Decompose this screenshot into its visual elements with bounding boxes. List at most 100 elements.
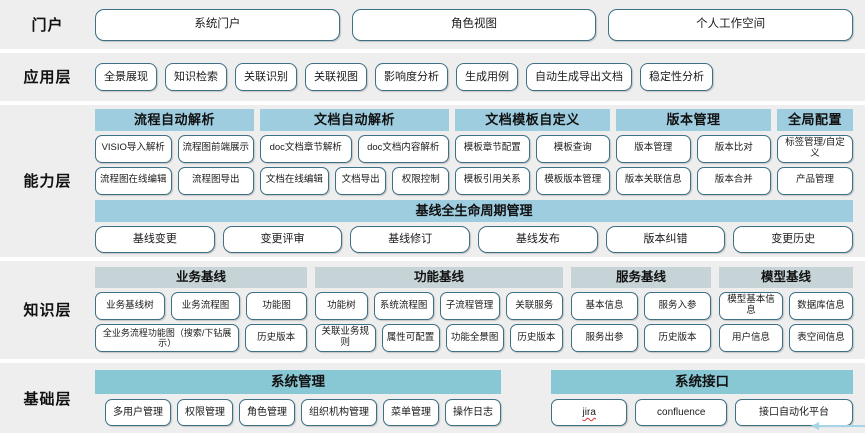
foundation-group-system-interface: 系统接口 jira confluence 接口自动化平台 [551,368,853,428]
layer-application: 应用层 全景展现 知识检索 关联识别 关联视图 影响度分析 生成用例 自动生成导… [0,53,865,101]
cap-item-flow-online-edit[interactable]: 流程图在线编辑 [95,166,172,195]
base-item-permission-mgmt[interactable]: 权限管理 [177,399,233,427]
cap-item-version-compare[interactable]: 版本比对 [696,134,771,163]
cap-item-version-merge[interactable]: 版本合并 [696,166,771,195]
layer-label-foundation: 基础层 [23,390,72,408]
layer-label-portal: 门户 [31,17,64,35]
know-item-service-input-param[interactable]: 服务入参 [644,292,711,321]
base-item-multiuser-mgmt[interactable]: 多用户管理 [105,399,171,427]
cap-item-tag-mgmt-custom[interactable]: 标签管理/自定义 [777,134,853,163]
capability-row: 标签管理/自定义 [777,134,853,163]
know-item-business-flow-chart[interactable]: 业务流程图 [170,292,241,321]
cap-item-visio-import-parse[interactable]: VISIO导入解析 [95,134,172,163]
lifecycle-item-baseline-change[interactable]: 基线变更 [95,225,215,253]
portal-item-role-view[interactable]: 角色视图 [351,8,597,41]
foundation-row: 多用户管理 权限管理 角色管理 组织机构管理 菜单管理 操作日志 [95,399,501,427]
capability-row: 产品管理 [777,166,853,195]
cap-item-flow-frontend-display[interactable]: 流程图前端展示 [177,134,254,163]
app-item-relation-identify[interactable]: 关联识别 [235,62,297,91]
cap-item-template-reference[interactable]: 模板引用关系 [455,166,530,195]
cap-item-doc-export[interactable]: 文档导出 [334,166,387,195]
know-item-tablespace-info[interactable]: 表空间信息 [789,324,853,353]
lifecycle-item-version-correction[interactable]: 版本纠错 [605,225,726,253]
know-item-function-tree[interactable]: 功能树 [315,292,368,321]
know-item-attribute-configurable[interactable]: 属性可配置 [381,324,440,353]
cap-item-doc-chapter-parse[interactable]: doc文档章节解析 [260,134,352,163]
app-item-relation-view[interactable]: 关联视图 [305,62,367,91]
cap-item-flow-export[interactable]: 流程图导出 [177,166,254,195]
application-button-row: 全景展现 知识检索 关联识别 关联视图 影响度分析 生成用例 自动生成导出文档 … [95,62,853,91]
know-item-full-business-flow-function-chart[interactable]: 全业务流程功能图（搜索/下钻展示） [95,324,240,353]
know-item-function-chart[interactable]: 功能图 [246,292,308,321]
knowledge-row: 业务基线树 业务流程图 功能图 [95,292,308,321]
capability-group-title: 文档自动解析 [260,108,449,131]
knowledge-group-title: 模型基线 [719,267,853,289]
know-item-database-info[interactable]: 数据库信息 [789,292,853,321]
base-item-org-structure-mgmt[interactable]: 组织机构管理 [301,399,377,427]
base-item-interface-automation-platform[interactable]: 接口自动化平台 [735,399,853,427]
knowledge-group-title: 服务基线 [571,267,711,289]
lifecycle-button-row: 基线变更 变更评审 基线修订 基线发布 版本纠错 变更历史 [95,225,854,253]
know-item-model-basic-info[interactable]: 模型基本信息 [719,292,783,321]
knowledge-group-business-baseline: 业务基线 业务基线树 业务流程图 功能图 全业务流程功能图（搜索/下钻展示） 历… [95,266,308,354]
know-item-history-version[interactable]: 历史版本 [245,324,307,353]
capability-row: 模板章节配置 模板查询 [455,134,610,163]
know-item-service-output-param[interactable]: 服务出参 [571,324,638,353]
cap-item-version-mgmt[interactable]: 版本管理 [616,134,691,163]
layer-portal-body: 系统门户 角色视图 个人工作空间 [95,8,854,41]
lifecycle-item-change-review[interactable]: 变更评审 [222,225,343,253]
know-item-system-flow-chart[interactable]: 系统流程图 [373,292,434,321]
layer-foundation: 基础层 系统管理 多用户管理 权限管理 角色管理 组织机构管理 菜单管理 操作日… [0,363,865,433]
app-item-stability-analysis[interactable]: 稳定性分析 [640,62,713,91]
know-item-subprocess-mgmt[interactable]: 子流程管理 [439,292,500,321]
know-item-basic-info[interactable]: 基本信息 [571,292,638,321]
knowledge-group-model-baseline: 模型基线 模型基本信息 数据库信息 用户信息 表空间信息 [719,266,853,354]
know-item-business-baseline-tree[interactable]: 业务基线树 [95,292,165,321]
lifecycle-title: 基线全生命周期管理 [95,199,853,222]
base-item-menu-mgmt[interactable]: 菜单管理 [383,399,439,427]
capability-row: 模板引用关系 模板版本管理 [455,166,610,195]
app-item-generate-usecase[interactable]: 生成用例 [456,62,518,91]
capability-row: 流程图在线编辑 流程图导出 [95,166,254,195]
cap-item-permission-control[interactable]: 权限控制 [392,166,449,195]
app-item-impact-analysis[interactable]: 影响度分析 [375,62,448,91]
base-item-role-mgmt[interactable]: 角色管理 [239,399,295,427]
portal-item-personal-workspace[interactable]: 个人工作空间 [608,8,854,41]
base-item-confluence[interactable]: confluence [635,399,727,427]
know-item-function-panorama[interactable]: 功能全景图 [445,324,504,353]
cap-item-doc-online-edit[interactable]: 文档在线编辑 [260,166,329,195]
layer-knowledge-body: 业务基线 业务基线树 业务流程图 功能图 全业务流程功能图（搜索/下钻展示） 历… [95,266,853,354]
cap-item-template-version-mgmt[interactable]: 模板版本管理 [535,166,610,195]
capability-row: VISIO导入解析 流程图前端展示 [95,134,254,163]
lifecycle-item-baseline-publish[interactable]: 基线发布 [478,225,598,253]
app-item-panorama[interactable]: 全景展现 [95,62,157,91]
base-item-jira[interactable]: jira [551,399,628,427]
layer-portal: 门户 系统门户 角色视图 个人工作空间 [0,0,865,50]
cap-item-template-chapter-config[interactable]: 模板章节配置 [455,134,530,163]
layer-label-application: 应用层 [23,69,72,87]
layer-label-knowledge: 知识层 [23,302,72,320]
capability-group-version-mgmt: 版本管理 版本管理 版本比对 版本关联信息 版本合并 [616,108,771,195]
app-item-auto-export-doc[interactable]: 自动生成导出文档 [526,62,632,91]
portal-button-row: 系统门户 角色视图 个人工作空间 [95,8,854,41]
foundation-group-title: 系统接口 [551,370,853,395]
base-item-operation-log[interactable]: 操作日志 [445,399,501,427]
know-item-history-version[interactable]: 历史版本 [644,324,711,353]
lifecycle-item-change-history[interactable]: 变更历史 [733,225,854,253]
capability-row: 版本关联信息 版本合并 [616,166,771,195]
app-item-knowledge-search[interactable]: 知识检索 [165,62,227,91]
know-item-user-info[interactable]: 用户信息 [719,324,783,353]
know-item-history-version[interactable]: 历史版本 [509,324,563,353]
knowledge-group-function-baseline: 功能基线 功能树 系统流程图 子流程管理 关联服务 关联业务规则 属性可配置 功… [315,266,563,354]
layer-foundation-body: 系统管理 多用户管理 权限管理 角色管理 组织机构管理 菜单管理 操作日志 系统… [95,368,853,428]
know-item-related-service[interactable]: 关联服务 [505,292,563,321]
lifecycle-item-baseline-revise[interactable]: 基线修订 [350,225,471,253]
cap-item-template-query[interactable]: 模板查询 [535,134,610,163]
cap-item-product-mgmt[interactable]: 产品管理 [777,166,853,195]
cap-item-version-relation-info[interactable]: 版本关联信息 [616,166,691,195]
cap-item-doc-content-parse[interactable]: doc文档内容解析 [357,134,449,163]
capability-lifecycle-block: 基线全生命周期管理 基线变更 变更评审 基线修订 基线发布 版本纠错 变更历史 [95,199,854,253]
know-item-related-business-rule[interactable]: 关联业务规则 [315,324,376,353]
portal-item-system[interactable]: 系统门户 [95,8,340,41]
